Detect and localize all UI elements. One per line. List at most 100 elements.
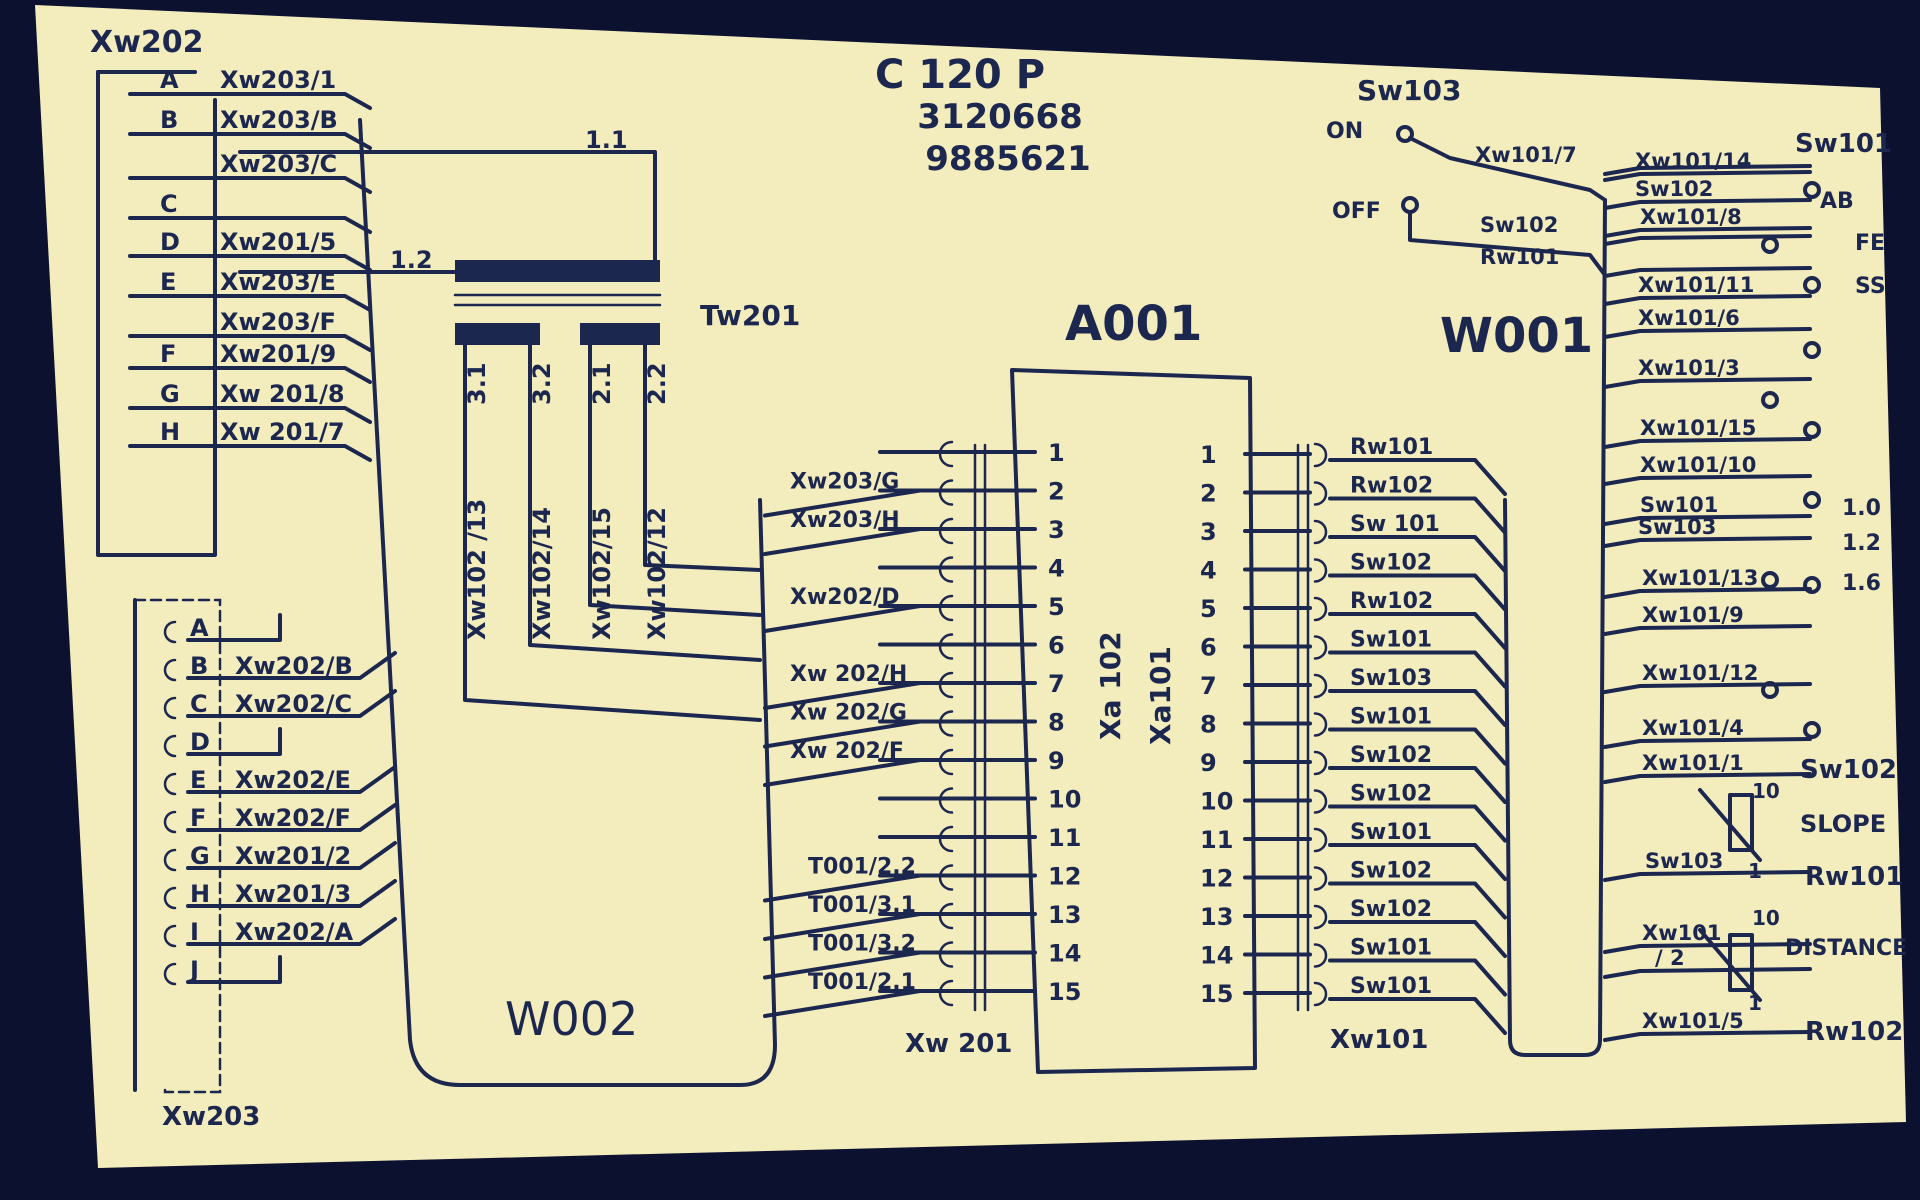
xw101-harness-branch xyxy=(1328,958,1507,997)
xw101-harness-branch xyxy=(1328,920,1507,958)
xw202-frame xyxy=(96,70,217,557)
switch-wire-label: Sw103 xyxy=(1638,515,1716,539)
xw202-wire-label: Xw203/C xyxy=(220,150,337,178)
xw201-harness-branch xyxy=(763,527,922,556)
xw101-wire-label: Rw101 xyxy=(1350,435,1433,460)
xa101-pin-number: 13 xyxy=(1200,903,1233,931)
switch-wire-label: Xw101/10 xyxy=(1640,453,1756,477)
xw203-wire-label: Xw202/C xyxy=(235,690,352,718)
a001-label: A001 xyxy=(1065,296,1202,352)
switch-wire-label: Xw101/13 xyxy=(1642,566,1758,590)
xw203-pin-label: F xyxy=(190,804,206,832)
xa101-pin-number: 9 xyxy=(1200,749,1217,777)
switch-wire-label: Xw101/12 xyxy=(1642,661,1758,685)
xa102-pin-number: 9 xyxy=(1048,747,1065,775)
xw203-socket xyxy=(163,734,177,758)
xw201-harness-branch xyxy=(763,989,922,1018)
switch-wire-label: Xw101/6 xyxy=(1638,306,1740,330)
xw203-pin-label: D xyxy=(190,728,210,756)
xa102-pin-number: 6 xyxy=(1048,632,1065,660)
xa102-pin-number: 2 xyxy=(1048,478,1065,506)
sw102-label: Sw102 xyxy=(1800,755,1897,785)
xa102-pin-number: 10 xyxy=(1048,786,1081,814)
transformer-primary xyxy=(455,260,660,282)
xw101-harness-branch xyxy=(1328,804,1507,843)
xw101-harness-branch xyxy=(1328,496,1507,535)
w001-harness xyxy=(1503,198,1607,1057)
xw203-wire xyxy=(186,955,282,984)
switch-wire xyxy=(1603,514,1812,526)
xa101-pin-number: 5 xyxy=(1200,595,1217,623)
xw203-wire xyxy=(186,613,282,642)
xw202-pin-label: A xyxy=(160,66,179,94)
transformer-leg-wire xyxy=(643,343,762,572)
xw101-wire-label: Rw102 xyxy=(1350,474,1433,499)
xw203-wire xyxy=(186,879,397,908)
xa101-pin-number: 14 xyxy=(1200,942,1233,970)
xw203-wire-label: Xw201/3 xyxy=(235,880,351,908)
xw202-wire xyxy=(128,294,372,312)
switch-contact xyxy=(1803,576,1821,594)
xw203-pin-label: C xyxy=(190,690,208,718)
xw202-label: Xw202 xyxy=(90,25,203,60)
xw203-wire xyxy=(186,727,282,756)
xw201-wire-label: T001/2.2 xyxy=(808,855,916,880)
ratio-1-2-label: 1.2 xyxy=(1842,531,1881,556)
ratio-1-6-label: 1.6 xyxy=(1842,571,1881,596)
xw201-wire-label: Xw 202/F xyxy=(790,739,904,764)
xa101-pin-number: 2 xyxy=(1200,480,1217,508)
switch-wire xyxy=(1603,234,1812,246)
switch-wire xyxy=(1603,682,1812,694)
switch-contact xyxy=(1803,181,1821,199)
xw202-pin-label: H xyxy=(160,418,180,446)
xw101-socket xyxy=(1313,981,1328,1007)
xw202-wire xyxy=(128,406,372,424)
xw203-socket xyxy=(163,696,177,720)
rw102-top-terminal: 10 xyxy=(1752,906,1780,930)
xw201-wire-label: Xw 202/H xyxy=(790,662,907,687)
xw202-wire xyxy=(128,366,372,384)
xw201-harness-branch xyxy=(763,681,922,710)
switch-wire-label: Xw101/1 xyxy=(1642,751,1744,775)
xw203-wire-label: Xw201/2 xyxy=(235,842,351,870)
xa101-pin-number: 4 xyxy=(1200,557,1217,585)
xw203-wire xyxy=(186,689,397,718)
xw203-socket xyxy=(163,962,177,986)
xw202-wire-label: Xw203/B xyxy=(220,106,338,134)
xa102-pin-number: 13 xyxy=(1048,901,1081,929)
off-label: OFF xyxy=(1332,199,1381,224)
xw101-socket xyxy=(1313,596,1328,622)
xa102-pin-number: 12 xyxy=(1048,863,1081,891)
slope-label: SLOPE xyxy=(1800,810,1886,838)
xw101-wire-label: Sw 101 xyxy=(1350,512,1440,537)
xw202-wire-label: Xw201/9 xyxy=(220,340,336,368)
xa102-pin-number: 8 xyxy=(1048,709,1065,737)
switch-wire xyxy=(1603,587,1812,599)
xw202-wire xyxy=(128,254,372,272)
xa101-pin-number: 10 xyxy=(1200,788,1233,816)
transformer-leg-wire xyxy=(528,343,762,662)
rw101-label: Rw101 xyxy=(1805,862,1903,892)
xw203-wire xyxy=(186,765,397,794)
xa101-label: Xa101 xyxy=(1144,646,1177,745)
xw101-socket xyxy=(1313,442,1328,468)
xw101-harness-branch xyxy=(1328,573,1507,612)
xw101-socket xyxy=(1313,789,1328,814)
xw101-harness-branch xyxy=(1328,650,1507,689)
xw202-wire-label: Xw 201/8 xyxy=(220,380,345,408)
switch-wire xyxy=(1603,377,1812,389)
xw201-harness-branch xyxy=(763,758,922,787)
on-label: ON xyxy=(1326,119,1363,144)
switch-contact xyxy=(1803,341,1821,359)
xa101-pin-number: 1 xyxy=(1200,441,1217,469)
xw201-harness-branch xyxy=(763,604,922,633)
w002-harness xyxy=(358,118,777,1087)
xw202-pin-label: B xyxy=(160,106,178,134)
xa101-pin-number: 11 xyxy=(1200,826,1233,854)
xw201-harness-branch xyxy=(763,912,922,941)
xw203-pin-label: G xyxy=(190,842,210,870)
xw101-wire-label: Sw101 xyxy=(1350,820,1432,845)
ss-label: SS xyxy=(1855,274,1886,299)
transformer-pin-label: 2.1 xyxy=(588,362,616,405)
